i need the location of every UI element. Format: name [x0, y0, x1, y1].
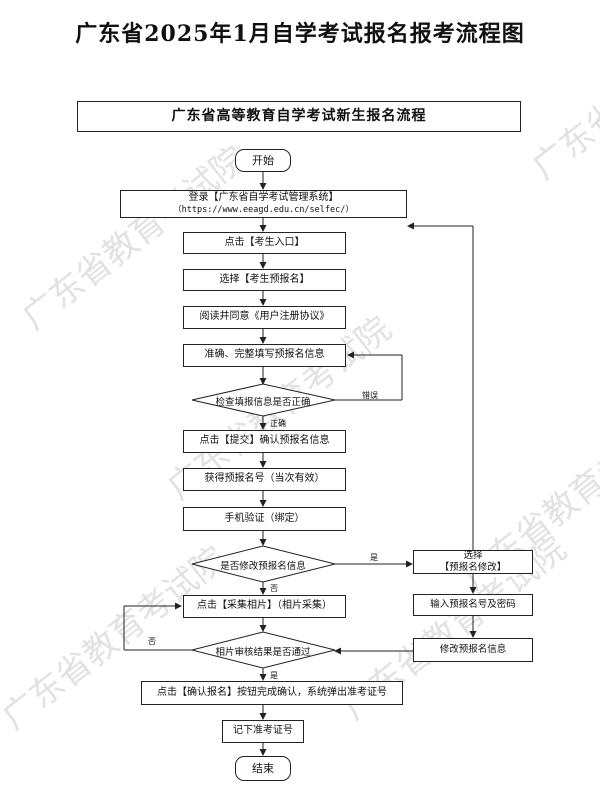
login-step: 登录【广东省自学考试管理系统】 （https://www.eeagd.edu.c…: [120, 190, 407, 218]
login-step-line1: 登录【广东省自学考试管理系统】: [188, 192, 339, 204]
yes-label-photo: 是: [270, 671, 278, 680]
start-node: 开始: [235, 149, 291, 172]
get-number-step: 获得预报名号（当次有效）: [183, 468, 346, 491]
submit-step: 点击【提交】确认预报名信息: [183, 430, 346, 453]
modify-info-step: 修改预报名信息: [413, 638, 533, 662]
decision-photo-review: [191, 631, 336, 669]
decision-modify: [191, 545, 336, 583]
phone-verify-step: 手机验证（绑定）: [183, 507, 346, 531]
flowchart-header: 广东省高等教育自学考试新生报名流程: [77, 101, 521, 132]
select-modify-line2: 【预报名修改】: [439, 562, 507, 573]
record-number-step: 记下准考证号: [222, 720, 304, 743]
yes-label-modify: 是: [370, 553, 378, 562]
read-agreement-step: 阅读并同意《用户注册协议》: [183, 306, 346, 329]
select-modify-step: 选择 【预报名修改】: [413, 550, 533, 574]
decision-check-info: [191, 383, 336, 417]
input-number-step: 输入预报名号及密码: [413, 594, 533, 616]
fill-info-step: 准确、完整填写预报名信息: [183, 344, 346, 367]
click-entry-step: 点击【考生入口】: [183, 232, 346, 254]
login-step-url: （https://www.eeagd.edu.cn/selfec/）: [173, 204, 354, 215]
collect-photo-step: 点击【采集相片】（相片采集）: [183, 595, 346, 618]
select-prereg-step: 选择【考生预报名】: [183, 269, 346, 291]
check-info-label: 检查填报信息是否正确: [215, 397, 311, 408]
photo-review-label: 相片审核结果是否通过: [215, 647, 311, 658]
no-label-photo: 否: [148, 637, 156, 646]
error-label: 错误: [362, 391, 378, 400]
select-modify-line1: 选择: [463, 550, 483, 562]
end-node: 结束: [235, 756, 291, 781]
modify-question-label: 是否修改预报名信息: [220, 561, 306, 572]
page-title: 广东省2025年1月自学考试报名报考流程图: [75, 21, 525, 47]
correct-label: 正确: [270, 419, 286, 428]
no-label-modify: 否: [270, 584, 278, 593]
confirm-step: 点击【确认报名】按钮完成确认，系统弹出准考证号: [141, 681, 403, 705]
